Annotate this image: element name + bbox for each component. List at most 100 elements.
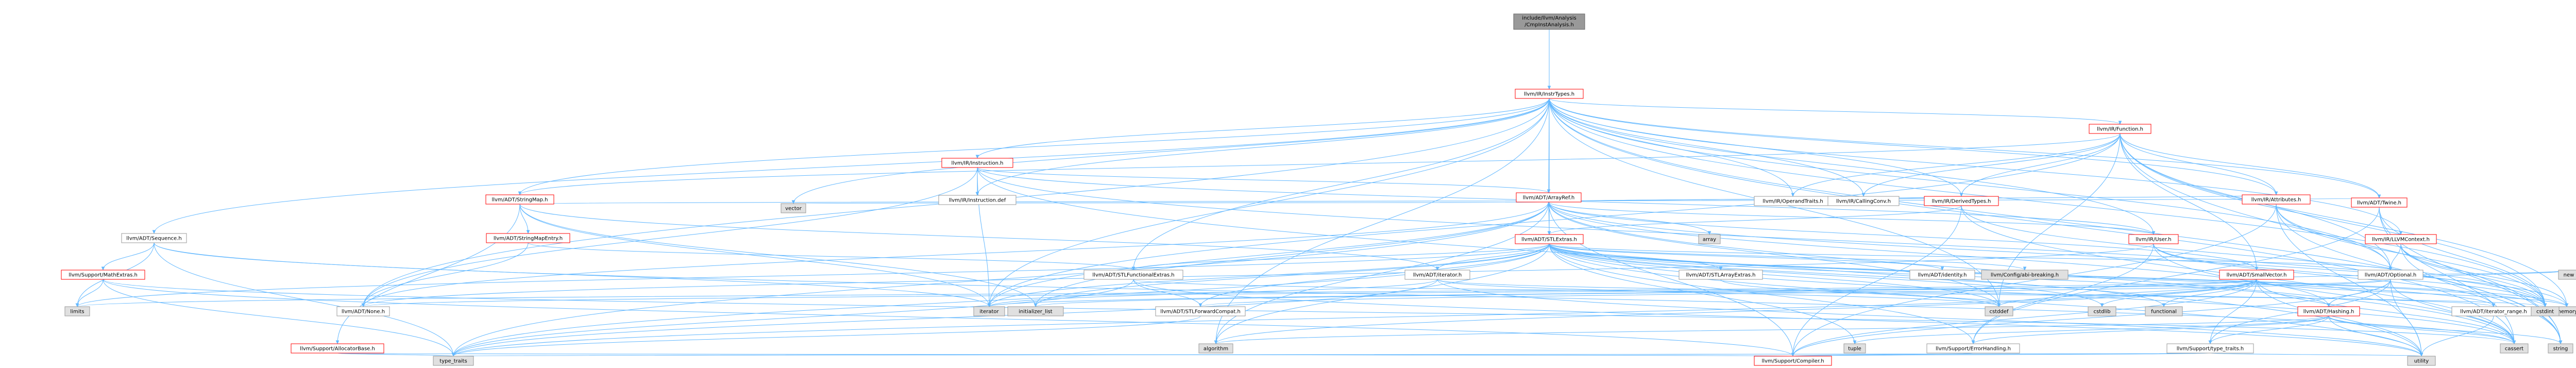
edge-llvmcontext-to-memory	[2400, 243, 2567, 307]
node-box-algorithm	[1198, 343, 1233, 354]
edge-instrtypes-to-optional	[1549, 98, 2391, 270]
node-label-typetraitsllvm: llvm/Support/type_traits.h	[2177, 346, 2244, 352]
node-stringmapentry[interactable]: llvm/ADT/StringMapEntry.h	[486, 233, 570, 243]
node-stlarrayextras[interactable]: llvm/ADT/STLArrayExtras.h	[1679, 270, 1763, 280]
node-instruction[interactable]: llvm/IR/Instruction.h	[941, 158, 1013, 168]
edge-allocatorbase-to-typetraits	[337, 353, 453, 356]
node-box-initlist	[1007, 306, 1064, 316]
node-algorithm: algorithm	[1198, 343, 1233, 354]
edge-stlextras-to-iterator	[1437, 243, 1550, 270]
edge-mathextras-to-limits	[77, 279, 104, 307]
node-operandtraits[interactable]: llvm/IR/OperandTraits.h	[1754, 196, 1832, 206]
node-limits: limits	[64, 306, 90, 316]
edge-arrayref-to-memory	[1548, 202, 2567, 307]
node-label-stlfunctionalextras: llvm/ADT/STLFunctionalExtras.h	[1092, 273, 1174, 278]
node-stlextras[interactable]: llvm/ADT/STLExtras.h	[1515, 234, 1584, 244]
edge-hashing-to-typetraitsllvm	[2210, 315, 2329, 344]
node-box-cstddef	[1985, 306, 2013, 316]
node-box-functional	[2145, 306, 2183, 316]
edge-smallvector-to-utility	[2256, 279, 2421, 356]
edge-instrtypes-to-instructiondef	[977, 98, 1550, 195]
edge-twine-to-errorhandling	[1973, 207, 2380, 344]
node-label-root: /CmpInstAnalysis.h	[1524, 22, 1574, 28]
node-box-root	[1513, 13, 1585, 30]
node-box-stlforwardcompat	[1155, 306, 1246, 316]
node-derivedtypes[interactable]: llvm/IR/DerivedTypes.h	[1924, 196, 1999, 206]
node-llvmcontext[interactable]: llvm/IR/LLVMContext.h	[2365, 234, 2437, 244]
node-stringmap[interactable]: llvm/ADT/StringMap.h	[485, 194, 554, 205]
edge-stlextras-to-optional	[1549, 243, 2391, 270]
node-instrtypes[interactable]: llvm/IR/InstrTypes.h	[1515, 89, 1584, 99]
edge-arrayref-to-initlist	[1036, 202, 1549, 307]
edge-hashing-to-errorhandling	[1973, 315, 2329, 344]
node-function[interactable]: llvm/IR/Function.h	[2089, 124, 2151, 134]
node-identity[interactable]: llvm/ADT/identity.h	[1909, 270, 1975, 280]
edge-instrtypes-to-stringmap	[520, 98, 1550, 195]
node-label-llvmcontext: llvm/IR/LLVMContext.h	[2372, 237, 2430, 243]
edge-function-to-memory	[2120, 133, 2567, 307]
edge-arrayref-to-compiler	[1548, 202, 1793, 356]
edge-attributes-to-compiler	[1793, 204, 2277, 356]
edge-typetraitsllvm-to-typetraits	[453, 353, 2211, 356]
node-optional[interactable]: llvm/ADT/Optional.h	[2358, 270, 2424, 280]
node-label-user: llvm/IR/User.h	[2136, 237, 2171, 243]
edge-derivedtypes-to-cstdint	[1961, 205, 2545, 307]
edge-stringmap-to-allocatorbase	[337, 204, 520, 344]
edge-hashing-to-utility	[2328, 315, 2421, 356]
node-mathextras[interactable]: llvm/Support/MathExtras.h	[61, 270, 145, 280]
node-twine[interactable]: llvm/ADT/Twine.h	[2351, 197, 2408, 208]
node-label-cstddef: cstddef	[1990, 309, 2009, 315]
node-box-cstdint	[2531, 306, 2560, 316]
node-utility: utility	[2407, 356, 2436, 366]
node-smallvector[interactable]: llvm/ADT/SmallVector.h	[2219, 270, 2294, 280]
node-none[interactable]: llvm/ADT/None.h	[336, 306, 390, 316]
edge-arrayref-to-typetraits	[453, 202, 1549, 356]
node-user[interactable]: llvm/IR/User.h	[2128, 234, 2179, 244]
node-label-twine: llvm/ADT/Twine.h	[2357, 200, 2401, 206]
edge-arrayref-to-none	[363, 202, 1549, 307]
node-hashing[interactable]: llvm/ADT/Hashing.h	[2297, 306, 2360, 316]
node-errorhandling[interactable]: llvm/Support/ErrorHandling.h	[1926, 343, 2020, 354]
node-box-callingconv	[1827, 196, 1900, 206]
edge-stlfunctionalextras-to-cstdint	[1133, 279, 2545, 307]
node-label-instructiondef: llvm/IR/Instruction.def	[949, 198, 1006, 204]
node-label-cstdint: cstdint	[2536, 309, 2554, 315]
node-attributes[interactable]: llvm/IR/Attributes.h	[2242, 194, 2311, 205]
node-label-smallvector: llvm/ADT/SmallVector.h	[2227, 273, 2287, 278]
edge-function-to-callingconv	[1863, 133, 2121, 196]
node-arrayref[interactable]: llvm/ADT/ArrayRef.h	[1516, 192, 1582, 203]
edge-user-to-cassert	[2153, 243, 2514, 344]
edge-stringmapentry-to-stlfunctionalextras	[528, 242, 1133, 270]
edge-twine-to-cstdint	[2379, 207, 2545, 307]
node-allocatorbase[interactable]: llvm/Support/AllocatorBase.h	[291, 343, 384, 354]
node-box-mathextras	[61, 270, 145, 280]
node-instructiondef[interactable]: llvm/IR/Instruction.def	[938, 195, 1016, 205]
node-root[interactable]: include/llvm/Analysis/CmpInstAnalysis.h	[1513, 13, 1585, 30]
node-label-stlforwardcompat: llvm/ADT/STLForwardCompat.h	[1160, 309, 1241, 315]
edge-smallvector-to-cstdlib	[2102, 279, 2257, 307]
node-typetraitsllvm[interactable]: llvm/Support/type_traits.h	[2166, 343, 2254, 354]
node-configbreaking: llvm/Config/abi-breaking.h	[1981, 270, 2069, 280]
node-label-none: llvm/ADT/None.h	[342, 309, 385, 315]
node-stlfunctionalextras[interactable]: llvm/ADT/STLFunctionalExtras.h	[1083, 270, 1183, 280]
edge-llvmcontext-to-optional	[2391, 243, 2401, 270]
edge-stlfunctionalextras-to-typetraits	[453, 279, 1134, 356]
node-iteratorrange[interactable]: llvm/ADT/iterator_range.h	[2451, 306, 2536, 316]
edge-layer	[77, 29, 2569, 356]
edge-attributes-to-arrayref	[1549, 194, 2277, 202]
node-sequence[interactable]: llvm/ADT/Sequence.h	[121, 233, 187, 243]
node-cstdint: cstdint	[2531, 306, 2560, 316]
node-box-optional	[2358, 270, 2424, 280]
node-box-iteratorstd	[973, 306, 1005, 316]
edge-llvmcontext-to-string	[2400, 243, 2561, 344]
node-box-cassert	[2500, 343, 2529, 354]
node-compiler[interactable]: llvm/Support/Compiler.h	[1754, 356, 1832, 366]
node-callingconv[interactable]: llvm/IR/CallingConv.h	[1827, 196, 1900, 206]
node-stlforwardcompat[interactable]: llvm/ADT/STLForwardCompat.h	[1155, 306, 1246, 316]
node-box-limits	[64, 306, 90, 316]
node-iterator[interactable]: llvm/ADT/iterator.h	[1404, 270, 1470, 280]
node-cstddef: cstddef	[1985, 306, 2013, 316]
node-box-vector	[781, 203, 806, 213]
node-box-derivedtypes	[1924, 196, 1999, 206]
